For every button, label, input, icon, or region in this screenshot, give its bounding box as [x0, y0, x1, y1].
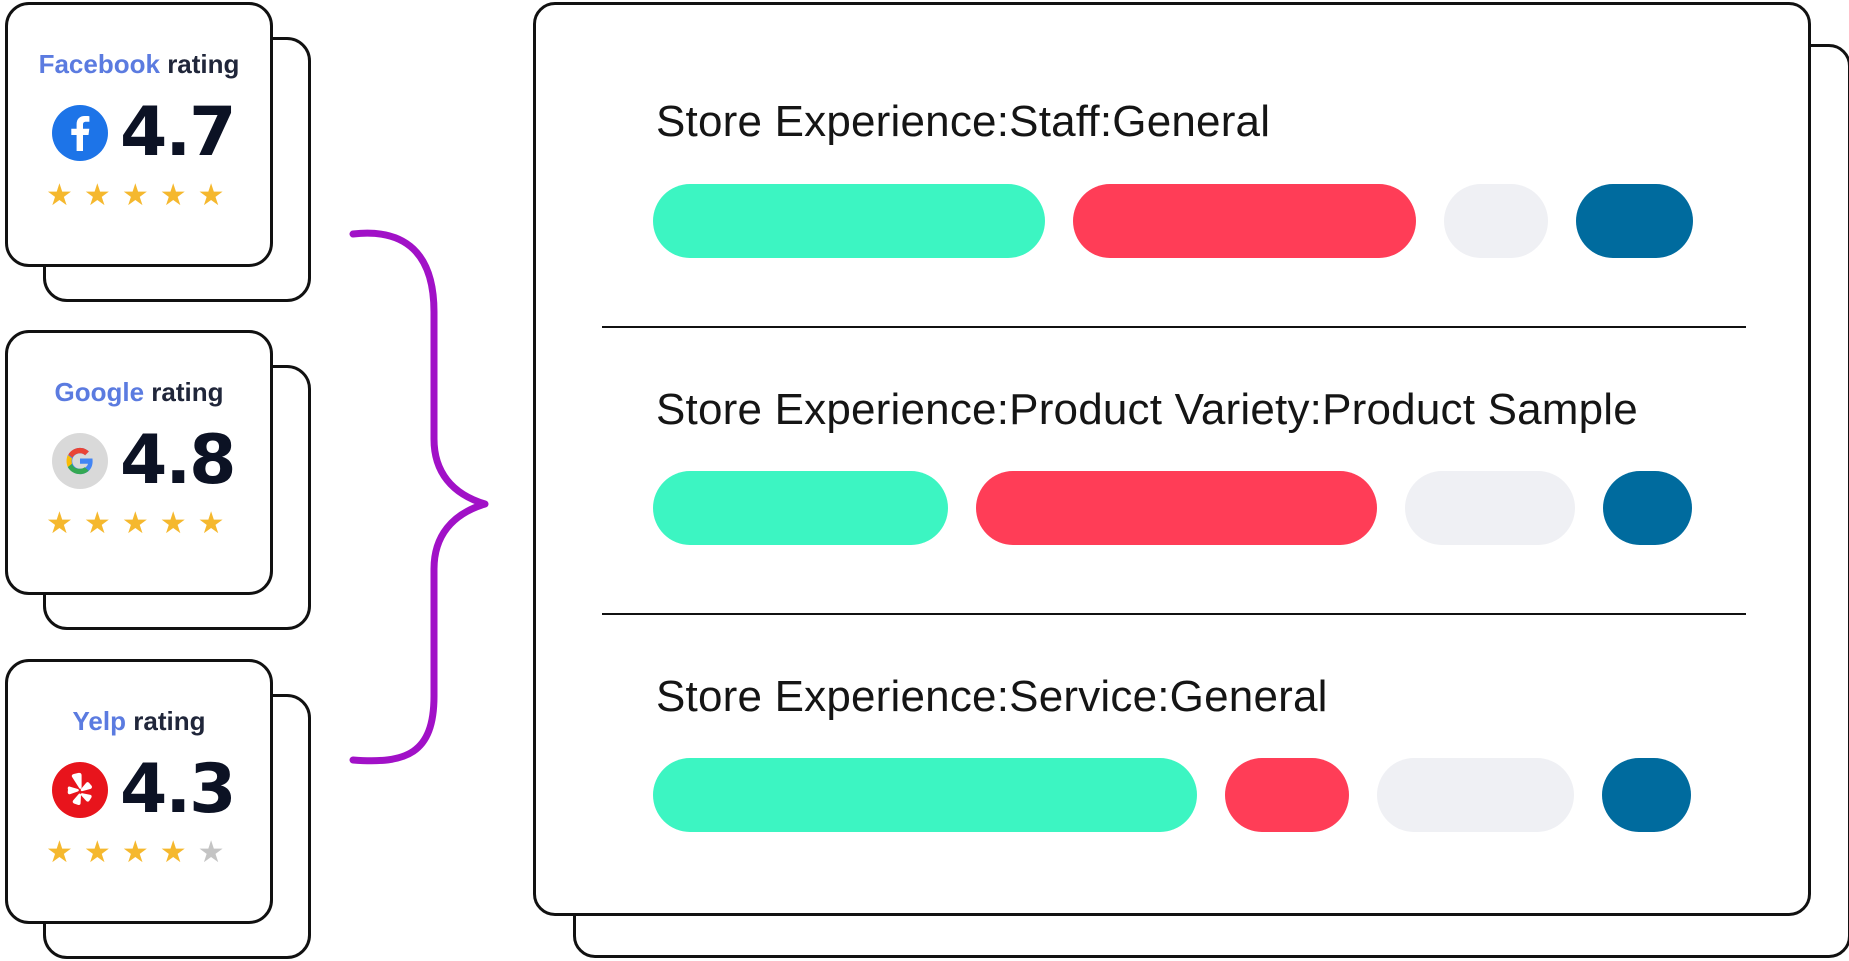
rating-card-facebook: Facebook rating 4.7 ★ ★ ★ ★ ★ — [5, 2, 273, 267]
facebook-icon — [52, 105, 108, 161]
section-title-staff: Store Experience:Staff:General — [656, 97, 1271, 146]
rating-value: 4.7 — [120, 93, 236, 172]
rating-value: 4.3 — [120, 750, 236, 829]
bar-negative — [1073, 184, 1416, 258]
star-filled-icon: ★ — [159, 506, 187, 541]
star-filled-icon: ★ — [83, 178, 111, 213]
bar-negative — [976, 471, 1377, 545]
star-filled-icon: ★ — [121, 835, 149, 870]
curly-brace-icon — [349, 229, 489, 765]
star-rating: ★ ★ ★ ★ ★ — [46, 509, 225, 539]
bar-other — [1576, 184, 1693, 258]
star-filled-icon: ★ — [83, 835, 111, 870]
star-rating: ★ ★ ★ ★ ★ — [46, 838, 225, 868]
bar-positive — [653, 471, 948, 545]
brand-name: Facebook — [38, 49, 160, 79]
section-title-product-variety: Store Experience:Product Variety:Product… — [656, 385, 1638, 434]
rating-label: rating — [167, 49, 240, 79]
bar-positive — [653, 758, 1197, 832]
sentiment-bar-row — [653, 758, 1691, 832]
star-empty-icon: ★ — [197, 835, 225, 870]
section-title-service: Store Experience:Service:General — [656, 672, 1328, 721]
rating-value: 4.8 — [120, 421, 236, 500]
star-filled-icon: ★ — [46, 506, 73, 541]
card-title: Yelp rating — [8, 706, 270, 737]
rating-label: rating — [151, 377, 224, 407]
rating-label: rating — [133, 706, 206, 736]
star-filled-icon: ★ — [46, 178, 73, 213]
bar-neutral — [1444, 184, 1548, 258]
google-icon — [52, 433, 108, 489]
brand-name: Yelp — [72, 706, 126, 736]
sentiment-bar-row — [653, 184, 1693, 258]
star-filled-icon: ★ — [121, 506, 149, 541]
card-title: Facebook rating — [8, 49, 270, 80]
section-divider — [602, 326, 1746, 328]
section-divider — [602, 613, 1746, 615]
brand-name: Google — [54, 377, 145, 407]
star-rating: ★ ★ ★ ★ ★ — [46, 181, 225, 211]
rating-card-yelp: Yelp rating 4.3 ★ ★ ★ ★ ★ — [5, 659, 273, 924]
sentiment-panel: Store Experience:Staff:General Store Exp… — [533, 2, 1811, 916]
star-filled-icon: ★ — [159, 835, 187, 870]
star-filled-icon: ★ — [159, 178, 187, 213]
sentiment-bar-row — [653, 471, 1692, 545]
bar-positive — [653, 184, 1045, 258]
star-filled-icon: ★ — [121, 178, 149, 213]
card-title: Google rating — [8, 377, 270, 408]
bar-neutral — [1377, 758, 1574, 832]
star-filled-icon: ★ — [197, 178, 225, 213]
star-filled-icon: ★ — [197, 506, 225, 541]
bar-other — [1603, 471, 1692, 545]
star-filled-icon: ★ — [83, 506, 111, 541]
bar-negative — [1225, 758, 1349, 832]
rating-card-google: Google rating 4.8 ★ ★ ★ ★ ★ — [5, 330, 273, 595]
bar-neutral — [1405, 471, 1575, 545]
star-filled-icon: ★ — [46, 835, 73, 870]
bar-other — [1602, 758, 1691, 832]
yelp-icon — [52, 762, 108, 818]
